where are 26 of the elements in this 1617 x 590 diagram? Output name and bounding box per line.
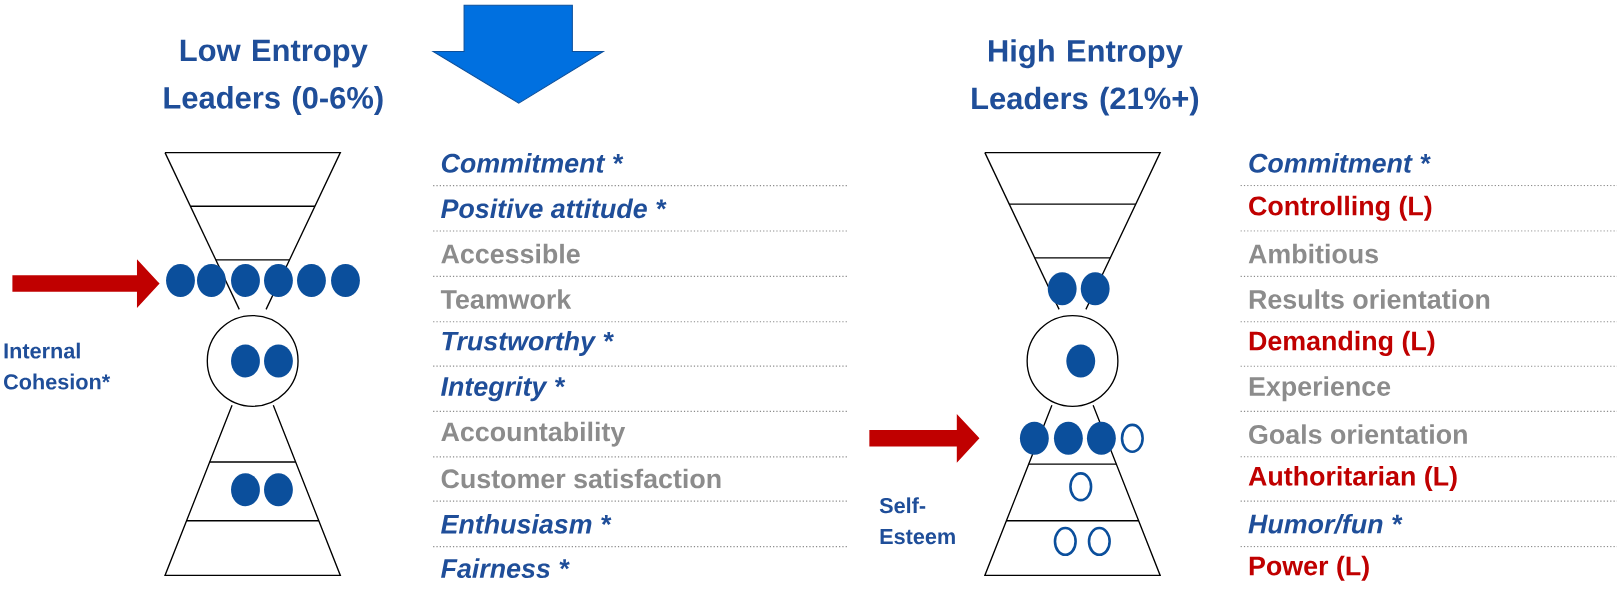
value-label: Fairness *	[441, 558, 570, 579]
hourglass-drawing	[983, 152, 1162, 577]
value-label: Controlling (L)	[1249, 195, 1432, 221]
value-label: Accessible	[441, 243, 580, 264]
side-label: Self-Esteem	[879, 497, 955, 545]
value-label: Authoritarian (L)	[1248, 466, 1457, 492]
value-label: Humor/fun *	[1248, 513, 1403, 534]
value-label: Positive attitude *	[441, 198, 667, 219]
value-label: Integrity *	[441, 376, 566, 402]
value-label: Enthusiasm *	[441, 514, 612, 534]
value-label: Commitment *	[1249, 153, 1431, 173]
value-label: Accountability	[441, 421, 626, 447]
value-label: Results orientation	[1249, 289, 1490, 309]
heading: Low Entropy Leaders (0-6%)	[164, 39, 383, 115]
value-label: Power (L)	[1249, 555, 1369, 581]
side-label: Internal Cohesion*	[4, 342, 111, 390]
value-label: Teamwork	[440, 289, 572, 309]
value-label: Experience	[1249, 376, 1391, 402]
value-label: Customer satisfaction	[441, 468, 721, 489]
value-label: Commitment *	[441, 153, 624, 173]
value-label: Ambitious	[1248, 243, 1378, 264]
value-label: Goals orientation	[1249, 424, 1467, 445]
value-label: Demanding (L)	[1249, 330, 1435, 356]
hourglass-drawing	[164, 152, 360, 577]
value-label: Trustworthy *	[442, 330, 614, 356]
heading: High Entropy Leaders (21%+)	[972, 39, 1199, 116]
